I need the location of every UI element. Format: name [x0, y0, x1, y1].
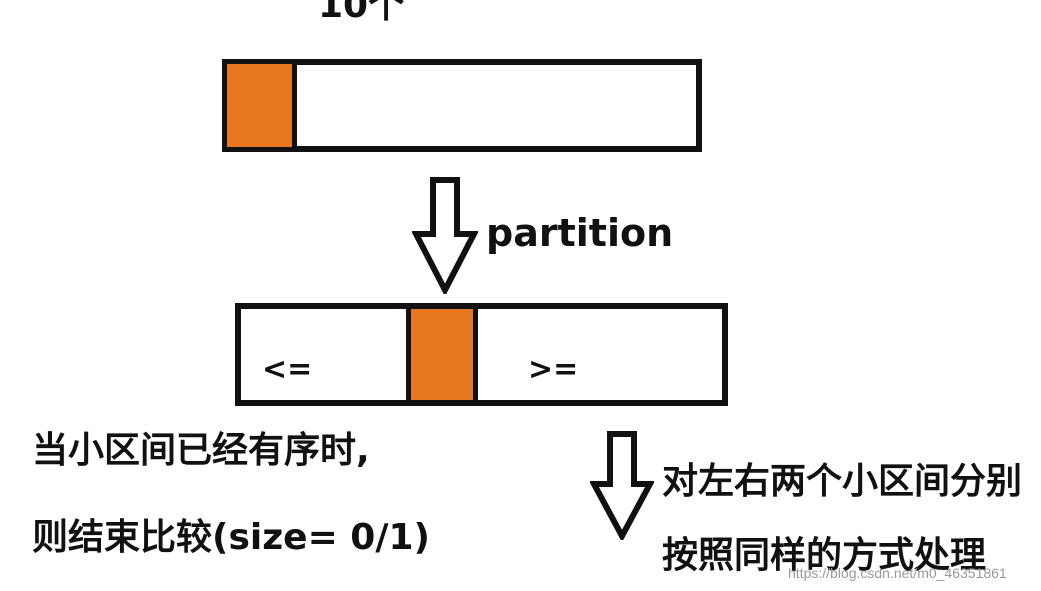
recurse-arrow-icon	[590, 431, 654, 540]
top-count-label: 10个	[318, 0, 405, 26]
bottom-array-bar	[235, 303, 728, 406]
bottom-pivot-cell	[406, 309, 478, 400]
right-partition-label: >=	[528, 352, 579, 387]
stop-condition-line1: 当小区间已经有序时,	[32, 430, 370, 471]
stop-condition-line2: 则结束比较(size= 0/1)	[32, 517, 430, 558]
left-partition-label: <=	[262, 352, 313, 387]
top-pivot-cell	[227, 64, 297, 147]
top-array-bar	[222, 59, 702, 152]
watermark: https://blog.csdn.net/m0_46351861	[788, 565, 1007, 581]
partition-label: partition	[486, 211, 674, 255]
partition-arrow-icon	[412, 177, 478, 294]
recurse-line1: 对左右两个小区间分别	[662, 461, 1023, 502]
recurse-line2: 按照同样的方式处理	[662, 535, 987, 576]
